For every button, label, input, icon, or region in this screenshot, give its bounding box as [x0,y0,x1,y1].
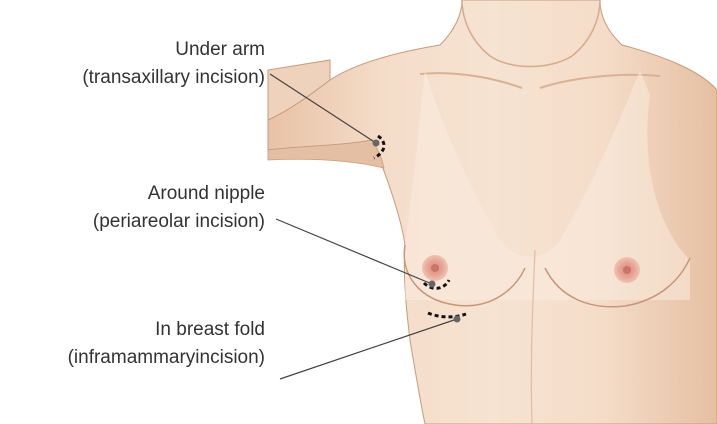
callout-fold-title: In breast fold [68,316,265,344]
callout-underarm-title: Under arm [82,36,265,64]
callout-nipple-subtitle: (periareolar incision) [93,208,265,236]
nipple-right [623,266,631,274]
callout-fold-subtitle: (inframammaryincision) [68,344,265,372]
callout-underarm-subtitle: (transaxillary incision) [82,64,265,92]
callout-nipple: Around nipple (periareolar incision) [93,180,265,236]
callout-underarm: Under arm (transaxillary incision) [82,36,265,92]
callout-nipple-title: Around nipple [93,180,265,208]
nipple-left [431,264,439,272]
callout-fold: In breast fold (inframammaryincision) [68,316,265,372]
